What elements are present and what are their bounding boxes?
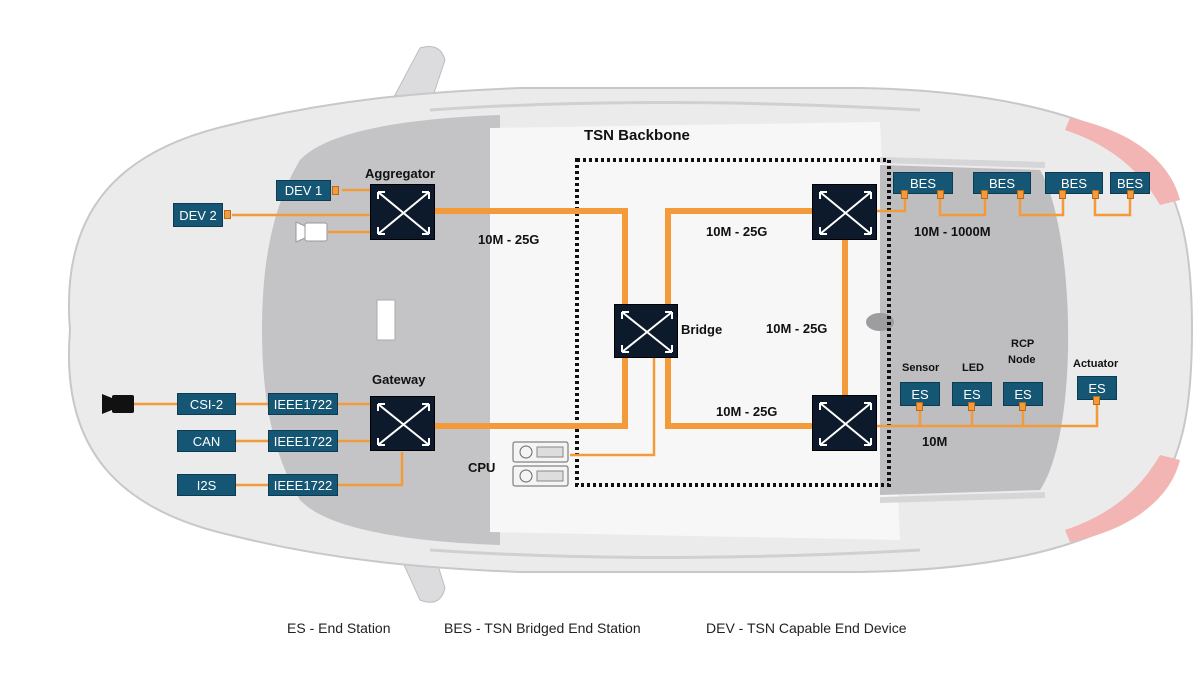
ieee1722-box-3: IEEE1722 [268, 474, 338, 496]
top-right-switch [812, 184, 877, 240]
dev2-port [224, 210, 231, 219]
switch-cross-arrows-icon [819, 402, 872, 446]
bes4-port [1127, 190, 1134, 199]
bottom-right-switch [812, 395, 877, 451]
es-sensor-port [916, 402, 923, 411]
ieee1722-box-1: IEEE1722 [268, 393, 338, 415]
csi2-box: CSI-2 [177, 393, 236, 415]
tsn-backbone-border [575, 158, 891, 487]
bridge-switch [614, 304, 678, 358]
switch-cross-arrows-icon [621, 311, 673, 353]
backbone-links [435, 208, 848, 429]
car-illustration [67, 46, 1194, 603]
bes3-port-b [1092, 190, 1099, 199]
bes2-port-a [981, 190, 988, 199]
led-label: LED [962, 362, 984, 374]
cpu-label: CPU [468, 460, 496, 475]
camera-icon [102, 394, 134, 414]
bes1-port-b [937, 190, 944, 199]
es-led-port [968, 402, 975, 411]
bridge-label: Bridge [681, 322, 723, 337]
speed-bes-chain: 10M - 1000M [914, 224, 991, 239]
speed-bridge-top: 10M - 25G [706, 224, 768, 239]
i2s-box: I2S [177, 474, 236, 496]
legend-es: ES - End Station [287, 620, 391, 636]
switch-cross-arrows-icon [377, 403, 430, 446]
es-actuator-port [1093, 396, 1100, 405]
gateway-label: Gateway [372, 372, 426, 387]
sensor-label: Sensor [902, 362, 940, 374]
cpu-icon [512, 441, 569, 487]
bes3-port-a [1059, 190, 1066, 199]
bes2-port-b [1017, 190, 1024, 199]
bes-box-3: BES [1045, 172, 1103, 194]
speed-right-vertical: 10M - 25G [766, 321, 828, 336]
legend-dev: DEV - TSN Capable End Device [706, 620, 907, 636]
switch-cross-arrows-icon [377, 191, 430, 235]
rcp-label-line1: RCP [1011, 338, 1035, 350]
aggregator-label: Aggregator [365, 166, 436, 181]
bes-box-2: BES [973, 172, 1031, 194]
speed-agg-bridge: 10M - 25G [478, 232, 540, 247]
legend-bes: BES - TSN Bridged End Station [444, 620, 641, 636]
backbone-title: TSN Backbone [584, 127, 690, 144]
rcp-label-line2: Node [1008, 354, 1036, 366]
bes-box-1: BES [893, 172, 953, 194]
speed-bridge-bottom: 10M - 25G [716, 404, 778, 419]
dev1-port [332, 186, 339, 195]
gateway-switch [370, 396, 435, 451]
can-box: CAN [177, 430, 236, 452]
aggregator-switch [370, 184, 435, 240]
es-rcp-port [1019, 402, 1026, 411]
es-actuator-box: ES [1077, 376, 1117, 400]
white-camera-icon [295, 221, 328, 243]
actuator-label: Actuator [1073, 358, 1119, 370]
switch-cross-arrows-icon [819, 191, 872, 235]
bes1-port-a [901, 190, 908, 199]
speed-es-chain: 10M [922, 434, 948, 449]
dev2-box: DEV 2 [173, 203, 223, 227]
bes-box-4: BES [1110, 172, 1150, 194]
dev1-box: DEV 1 [276, 180, 331, 201]
ieee1722-box-2: IEEE1722 [268, 430, 338, 452]
